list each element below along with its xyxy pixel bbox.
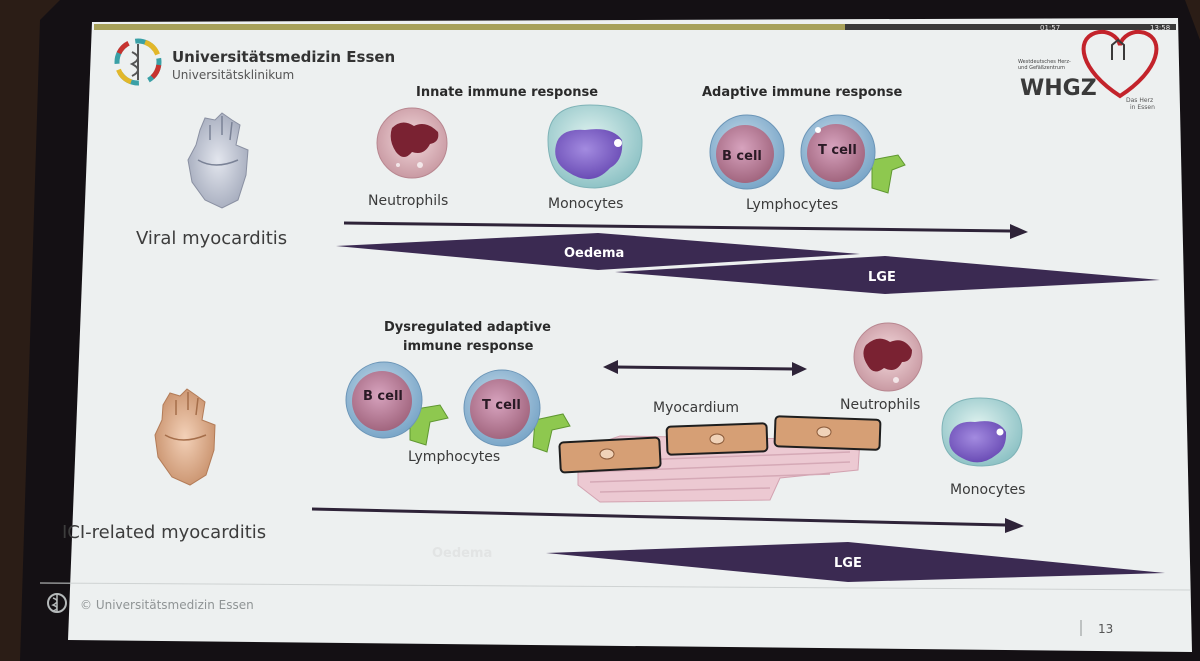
slide xyxy=(68,18,1192,652)
viral-b-cell-label: B cell xyxy=(722,149,762,164)
myocardium-label: Myocardium xyxy=(653,400,739,416)
ici-heading-line-2: immune response xyxy=(403,339,534,354)
neutrophil-icon xyxy=(853,322,923,392)
viral-t-cell-label: T cell xyxy=(818,143,857,158)
viral-lge-bar xyxy=(615,256,1160,294)
t-cell-icon xyxy=(463,369,571,453)
page-number: 13 xyxy=(1098,622,1113,636)
heart-icon xyxy=(154,388,216,486)
ici-b-cell-label: B cell xyxy=(363,389,403,404)
whgz-line-2: und Gefäßzentrum xyxy=(1018,65,1065,71)
footer-logo-icon xyxy=(47,593,67,613)
viral-oedema-label: Oedema xyxy=(564,246,624,261)
viral-oedema-bar xyxy=(336,233,860,270)
ici-neutrophils-label: Neutrophils xyxy=(840,397,920,413)
viral-timeline-arrow xyxy=(343,221,1028,239)
whgz-slogan-1: Das Herz xyxy=(1126,97,1153,104)
timer-left: 01:57 xyxy=(1040,24,1060,32)
b-cell-icon xyxy=(709,114,785,190)
whgz-heart-icon xyxy=(1081,30,1159,99)
myocardium-icon xyxy=(558,415,882,503)
viral-lge-label: LGE xyxy=(868,270,896,285)
whgz-line-1: Westdeutsches Herz- xyxy=(1018,59,1071,65)
ici-oedema-label: Oedema xyxy=(432,546,492,561)
university-subtitle: Universitätsklinikum xyxy=(172,68,294,82)
adaptive-heading: Adaptive immune response xyxy=(702,85,903,100)
uni-logo-icon xyxy=(114,38,162,86)
ici-heading-line-1: Dysregulated adaptive xyxy=(384,320,551,335)
progress-bar xyxy=(94,24,1176,30)
innate-heading: Innate immune response xyxy=(416,85,598,100)
monocyte-icon xyxy=(547,104,643,189)
ici-timeline-arrow xyxy=(311,507,1024,533)
ici-lge-bar xyxy=(546,542,1165,582)
whgz-logo-text: WHGZ xyxy=(1020,76,1097,101)
viral-condition-label: Viral myocarditis xyxy=(136,228,287,249)
heart-icon xyxy=(187,112,249,209)
t-cell-icon xyxy=(800,114,906,194)
timer-right: 13:58 xyxy=(1150,24,1170,32)
progress-bar-track xyxy=(845,24,1176,30)
ici-monocytes-label: Monocytes xyxy=(950,482,1025,498)
ici-lge-label: LGE xyxy=(834,556,862,571)
footer-divider xyxy=(39,582,1191,591)
viral-lymphocytes-label: Lymphocytes xyxy=(746,197,838,213)
viral-monocytes-label: Monocytes xyxy=(548,196,623,212)
ici-t-cell-label: T cell xyxy=(482,398,521,413)
whgz-slogan-2: in Essen xyxy=(1130,104,1155,111)
neutrophil-icon xyxy=(376,107,448,179)
viral-neutrophils-label: Neutrophils xyxy=(368,193,448,209)
double-arrow xyxy=(603,360,807,376)
footer-copyright: © Universitätsmedizin Essen xyxy=(80,598,254,612)
ici-lymphocytes-label: Lymphocytes xyxy=(408,449,500,465)
university-name: Universitätsmedizin Essen xyxy=(172,48,395,66)
ici-condition-label: ICI-related myocarditis xyxy=(62,522,266,543)
monocyte-icon xyxy=(941,397,1023,467)
b-cell-icon xyxy=(345,361,449,446)
